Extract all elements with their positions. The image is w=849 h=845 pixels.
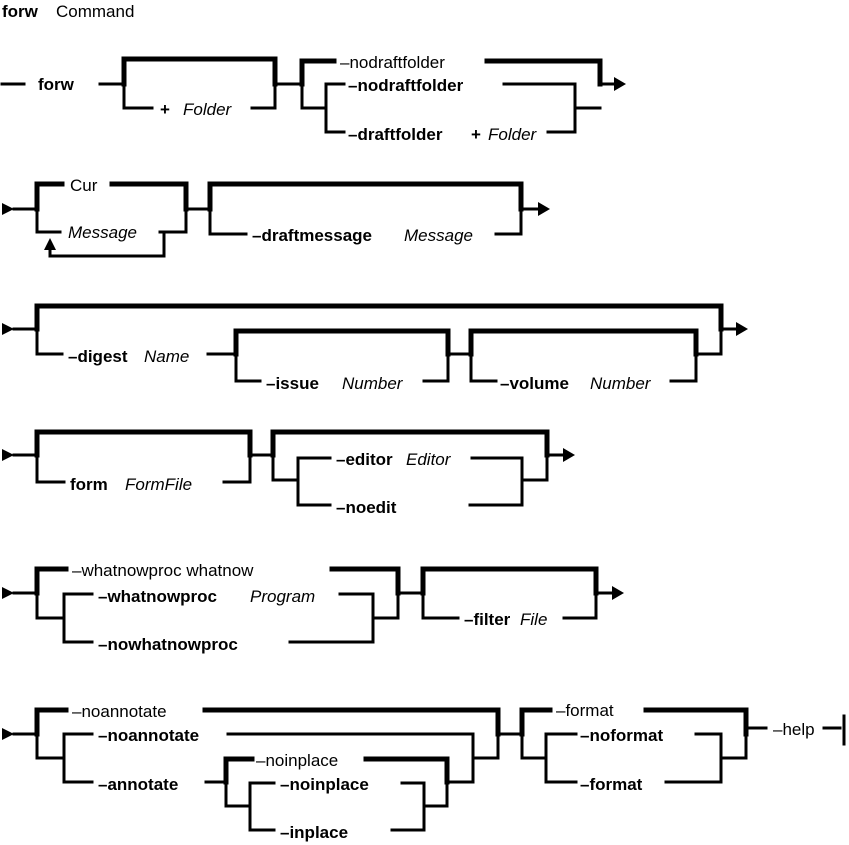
noannotate-option: –noannotate [98,726,199,745]
title-command: forw [2,2,39,21]
draftmessage-arg: Message [404,226,473,245]
digest-flag: –digest [68,347,128,366]
help-option: –help [773,720,815,739]
noedit-option: –noedit [336,498,397,517]
row-2: Cur Message –draftmessage Message [2,176,550,258]
volume-arg: Number [590,374,652,393]
folder-arg: Folder [183,100,233,119]
filter-arg: File [520,610,547,629]
annotate-option: –annotate [98,775,178,794]
row-6: –noannotate –noannotate –annotate –noinp… [2,701,846,842]
folder-skip-path [121,56,278,87]
row-4: form FormFile –editor Editor –noedit [2,429,575,517]
continue-arrow-icon [614,77,626,91]
continue-arrow-icon [538,202,550,216]
volume-flag: –volume [500,374,569,393]
issue-arg: Number [342,374,404,393]
command-name: forw [38,75,75,94]
form-flag: form [70,475,108,494]
start-arrow-icon [2,587,14,599]
start-arrow-icon [2,203,14,215]
form-arg: FormFile [125,475,192,494]
noinplace-default: –noinplace [256,751,338,770]
start-arrow-icon [2,323,14,335]
format-option: –format [580,775,643,794]
folder-plus: + [160,100,170,119]
nodraftfolder-option: –nodraftfolder [348,76,464,95]
filter-flag: –filter [464,610,511,629]
draftfolder-default: –nodraftfolder [340,53,445,72]
issue-flag: –issue [266,374,319,393]
whatnowproc-arg: Program [250,587,315,606]
digest-arg: Name [144,347,189,366]
noannotate-default: –noannotate [72,702,167,721]
editor-flag: –editor [336,450,393,469]
draftfolder-plus: + [471,125,481,144]
whatnowproc-default: –whatnowproc whatnow [72,561,254,580]
draftfolder-default-path [299,58,603,87]
format-default: –format [556,701,614,720]
start-arrow-icon [2,449,14,461]
title-suffix: Command [56,2,134,21]
noformat-option: –noformat [580,726,663,745]
whatnowproc-flag: –whatnowproc [98,587,217,606]
continue-arrow-icon [612,586,624,600]
nowhatnowproc-option: –nowhatnowproc [98,635,238,654]
noinplace-option: –noinplace [280,775,369,794]
continue-arrow-icon [736,322,748,336]
message-arg: Message [68,223,137,242]
draftmessage-flag: –draftmessage [252,226,372,245]
editor-arg: Editor [406,450,452,469]
row-3: –digest Name –issue Number –volume Numbe… [2,303,748,393]
draftfolder-arg: Folder [488,125,538,144]
draftfolder-option: –draftfolder [348,125,443,144]
continue-arrow-icon [563,448,575,462]
row-5: –whatnowproc whatnow –whatnowproc Progra… [2,561,624,654]
repeat-arrow-icon [44,238,56,250]
start-arrow-icon [2,728,14,740]
message-default: Cur [70,176,98,195]
inplace-option: –inplace [280,823,348,842]
row-1: forw + Folder –nodraftfolder –nodraftfol… [0,53,626,144]
